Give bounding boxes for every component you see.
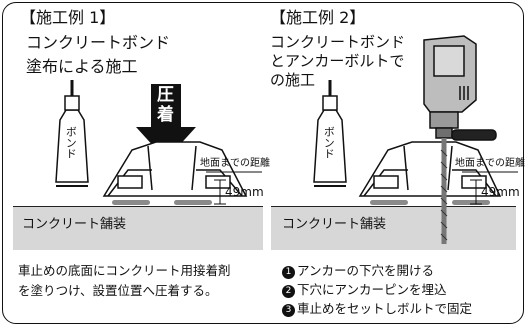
example1-description-line1: 車止めの底面にコンクリート用接着剤	[18, 263, 231, 278]
example1-press-label-2: 着	[157, 105, 174, 125]
step-1-marker: 1	[282, 266, 295, 279]
example2-title-line1: コンクリートボンド	[270, 33, 406, 51]
example1-distance-label: 地面までの距離	[200, 158, 270, 169]
example1-bond-tube-icon	[55, 80, 89, 187]
example1-title-line1: コンクリートボンド	[26, 33, 171, 52]
example2-car-stop-block	[358, 141, 502, 197]
example1-distance-value: 49mm	[225, 185, 264, 199]
step-1-text: アンカーの下穴を開ける	[297, 263, 435, 278]
example1-adhesive-pads	[112, 200, 212, 205]
rounded-frame	[2, 2, 524, 324]
example1-description-line2: を塗りつけ、設置位置へ圧着する。	[18, 283, 218, 298]
step-2-marker: 2	[282, 285, 295, 298]
example1-title-line2: 塗布による施工	[26, 57, 138, 76]
example1-pavement	[13, 206, 263, 250]
example1-pavement-label: コンクリート舗装	[22, 217, 127, 232]
example1-dimension-line	[206, 171, 262, 205]
example2-pavement	[271, 206, 516, 250]
example1-car-stop-block	[102, 141, 248, 197]
step-2-text: 下穴にアンカーピンを埋込	[297, 282, 447, 297]
example1-bond-tube-label: ボンド	[64, 126, 78, 159]
example1-heading: 【施工例 1】	[20, 8, 116, 27]
example2-title-line2: とアンカーボルトで	[270, 52, 405, 70]
step-3-marker: 3	[282, 304, 295, 317]
example2-distance-value: 49mm	[481, 185, 520, 199]
example2-heading: 【施工例 2】	[270, 8, 366, 27]
example2-bond-tube-label: ボンド	[322, 126, 336, 159]
example2-title-line3: の施工	[270, 71, 316, 89]
example1-press-label-1: 圧	[157, 85, 174, 105]
step-3-text: 車止めをセットしボルトで固定	[297, 301, 473, 316]
example2-distance-label: 地面までの距離	[455, 158, 525, 169]
example2-dimension-line	[462, 171, 518, 205]
example2-pavement-label: コンクリート舗装	[282, 217, 387, 232]
example2-drill-icon	[423, 35, 497, 244]
example2-bond-tube-icon	[313, 80, 347, 187]
